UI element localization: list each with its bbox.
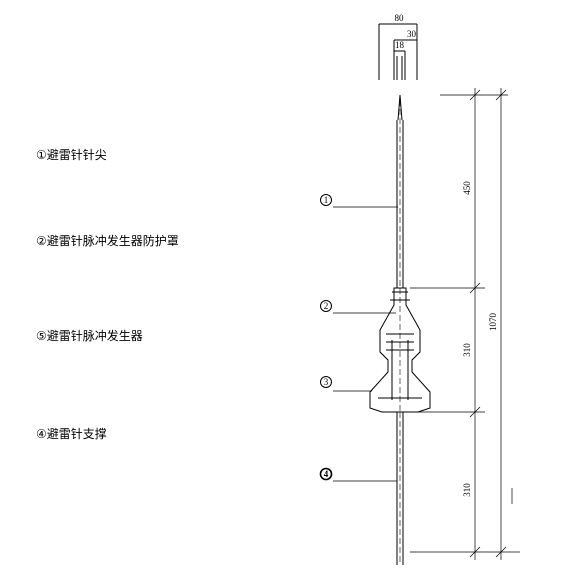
- label-marker: ②: [36, 234, 47, 248]
- dim-top-rod: 18: [395, 40, 405, 50]
- callout-1: 1: [324, 195, 329, 205]
- dim-generator-length: 310: [462, 343, 472, 357]
- rod-tip-part: [396, 94, 404, 288]
- label-text: 避雷针针尖: [46, 148, 107, 162]
- dimension-lines: [469, 88, 513, 560]
- label-pulse-generator: ⑤避雷针脉冲发生器: [36, 327, 143, 344]
- generator-housing-part: [369, 287, 431, 413]
- callout-4: 4: [324, 469, 329, 479]
- label-generator-shield: ②避雷针脉冲发生器防护罩: [36, 232, 179, 249]
- label-lightning-rod-tip: ①避雷针针尖: [36, 146, 107, 163]
- label-marker: ①: [36, 148, 47, 162]
- extension-lines: [410, 94, 520, 553]
- label-text: 避雷针支撑: [46, 427, 107, 441]
- leader-lines: [333, 206, 398, 482]
- dim-top-inner: 30: [407, 29, 417, 39]
- label-marker: ④: [36, 427, 47, 441]
- dim-total-length: 1070: [488, 313, 498, 332]
- support-pole-part: [396, 412, 404, 565]
- label-rod-support: ④避雷针支撑: [36, 425, 107, 442]
- dim-tip-length: 450: [462, 181, 472, 195]
- callout-2: 2: [324, 301, 329, 311]
- dim-top-width: 80: [395, 13, 405, 23]
- label-text: 避雷针脉冲发生器: [46, 329, 143, 343]
- top-section-detail: [378, 23, 418, 80]
- callout-3: 3: [324, 377, 329, 387]
- dim-support-length: 310: [462, 483, 472, 497]
- label-text: 避雷针脉冲发生器防护罩: [46, 234, 179, 248]
- label-marker: ⑤: [36, 329, 47, 343]
- callout-circles: [319, 194, 333, 481]
